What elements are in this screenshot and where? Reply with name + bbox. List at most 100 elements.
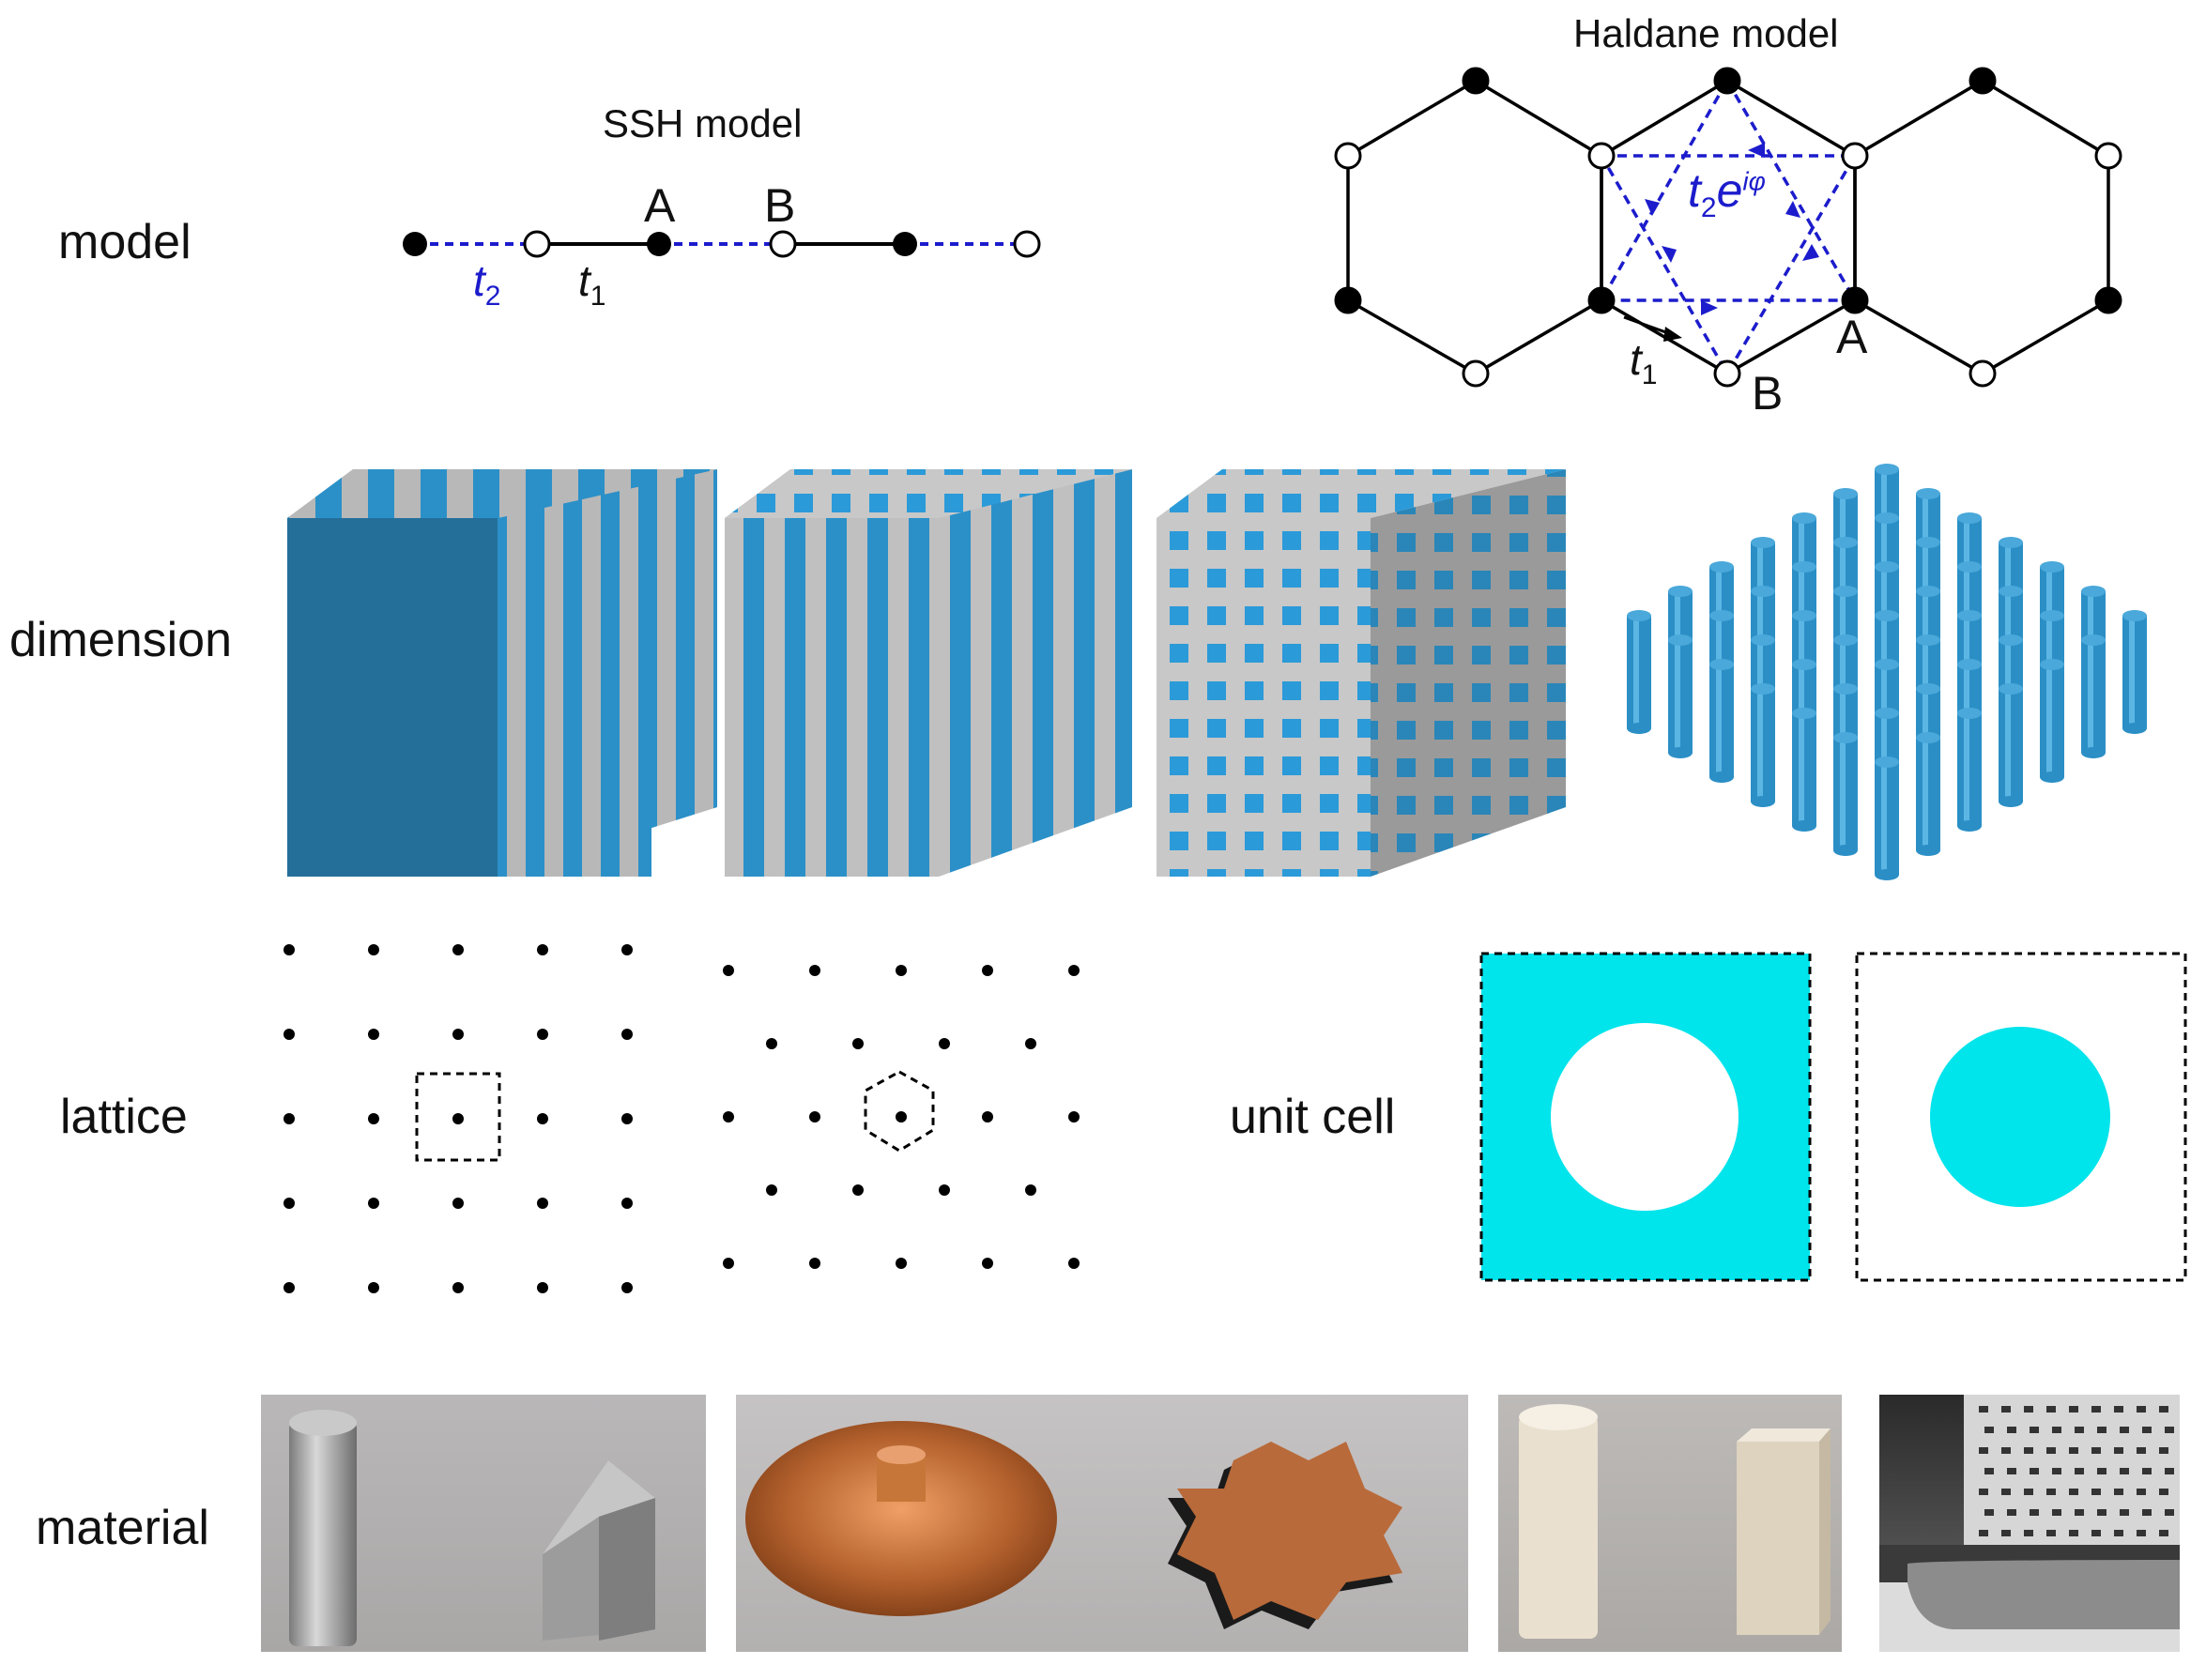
sem-hole <box>2114 1447 2123 1454</box>
ssh-t2-label: t2 <box>473 255 500 313</box>
unit-cell-hole <box>1479 952 1812 1282</box>
row-label-material: material <box>36 1501 209 1555</box>
pillar <box>1957 512 1982 636</box>
pillar <box>1833 586 1858 710</box>
haldane-site-a <box>1713 67 1741 95</box>
pillar <box>1916 683 1940 807</box>
pillar <box>1957 610 1982 734</box>
ssh-t2-subscript: 2 <box>484 281 501 313</box>
lattice-point <box>1068 1258 1080 1269</box>
sem-hole <box>2069 1489 2078 1495</box>
sem-hole <box>1979 1406 1988 1413</box>
lattice-point <box>621 1198 633 1209</box>
pillar <box>2040 659 2064 783</box>
haldane-site-b <box>2094 142 2122 170</box>
sem-hole <box>2165 1509 2174 1516</box>
sem-hole <box>2097 1468 2106 1474</box>
pillar <box>1792 610 1816 734</box>
hexagonal-lattice <box>723 965 1080 1269</box>
pillar <box>1957 561 1982 685</box>
sem-hole <box>2046 1489 2056 1495</box>
sem-hole <box>2091 1530 2101 1536</box>
sem-hole <box>2052 1427 2061 1433</box>
lattice-point <box>1068 965 1080 976</box>
lattice-point <box>982 1258 993 1269</box>
sem-hole <box>2165 1427 2174 1433</box>
lattice-point <box>621 1282 633 1293</box>
lattice-point <box>1068 1111 1080 1123</box>
sem-hole <box>2120 1468 2129 1474</box>
pillar <box>1999 586 2023 710</box>
pillar <box>1916 586 1940 710</box>
pillar <box>1999 683 2023 807</box>
sem-hole <box>2091 1406 2101 1413</box>
sem-hole <box>2007 1427 2016 1433</box>
sem-hole <box>2052 1468 2061 1474</box>
sem-hole <box>1979 1447 1988 1454</box>
sem-hole <box>2159 1447 2168 1454</box>
ssh-label-b: B <box>764 179 796 232</box>
haldane-site-b <box>1587 142 1616 170</box>
lattice-point <box>896 965 907 976</box>
pillar <box>1792 561 1816 685</box>
haldane-site-a <box>1587 286 1616 314</box>
sem-hole <box>1984 1509 1994 1516</box>
pillar <box>1916 488 1940 612</box>
ssh-site-a <box>403 232 427 256</box>
pillar <box>1999 537 2023 661</box>
lattice-point <box>723 965 734 976</box>
haldane-site-b <box>1462 359 1490 388</box>
cube-1d-layered <box>287 469 717 877</box>
sem-hole <box>2069 1447 2078 1454</box>
lattice-point <box>368 944 379 955</box>
haldane-exp-superscript: iφ <box>1742 166 1766 196</box>
sem-hole <box>2007 1509 2016 1516</box>
haldane-t2-symbol: t <box>1688 164 1701 217</box>
sem-hole <box>2075 1427 2084 1433</box>
sem-hole <box>2137 1447 2146 1454</box>
sem-hole <box>1984 1427 1994 1433</box>
sem-hole <box>1979 1489 1988 1495</box>
pillar <box>1751 634 1775 758</box>
sem-hole <box>2069 1406 2078 1413</box>
sem-hole <box>2030 1427 2039 1433</box>
unit-cell-hole-circle <box>1551 1023 1739 1211</box>
sem-hole <box>2001 1489 2011 1495</box>
pillar <box>1875 464 1899 588</box>
row-label-model: model <box>58 215 191 269</box>
sem-hole <box>2114 1406 2123 1413</box>
sem-hole <box>1979 1530 1988 1536</box>
pillar <box>1875 561 1899 685</box>
haldane-site-b <box>1713 359 1741 388</box>
haldane-exp-symbol: e <box>1716 164 1743 217</box>
haldane-site-b <box>1841 142 1869 170</box>
sem-hole <box>2159 1530 2168 1536</box>
lattice-point <box>1025 1184 1036 1196</box>
pillar <box>1916 537 1940 661</box>
lattice-point <box>766 1038 777 1049</box>
sem-hole <box>2142 1427 2152 1433</box>
lattice-point <box>537 1029 548 1040</box>
ssh-site-a <box>647 232 671 256</box>
sem-hole <box>2120 1509 2129 1516</box>
sem-hole <box>2007 1468 2016 1474</box>
pillar <box>2122 610 2147 734</box>
lattice-point <box>723 1111 734 1123</box>
sem-hole <box>2001 1447 2011 1454</box>
pillar <box>1709 561 1734 685</box>
sem-hole <box>2030 1468 2039 1474</box>
sem-hole <box>2114 1530 2123 1536</box>
lattice-point <box>283 1282 295 1293</box>
sem-hole <box>2142 1509 2152 1516</box>
lattice-point <box>452 1198 464 1209</box>
sem-hole <box>2075 1509 2084 1516</box>
sem-hole <box>2137 1489 2146 1495</box>
sem-hole <box>2001 1406 2011 1413</box>
lattice-point <box>537 1113 548 1124</box>
pillar <box>1792 659 1816 783</box>
lattice-point <box>939 1038 950 1049</box>
sem-hole <box>2097 1427 2106 1433</box>
sem-hole <box>2097 1509 2106 1516</box>
haldane-site-a <box>1462 67 1490 95</box>
pillar <box>1792 512 1816 636</box>
